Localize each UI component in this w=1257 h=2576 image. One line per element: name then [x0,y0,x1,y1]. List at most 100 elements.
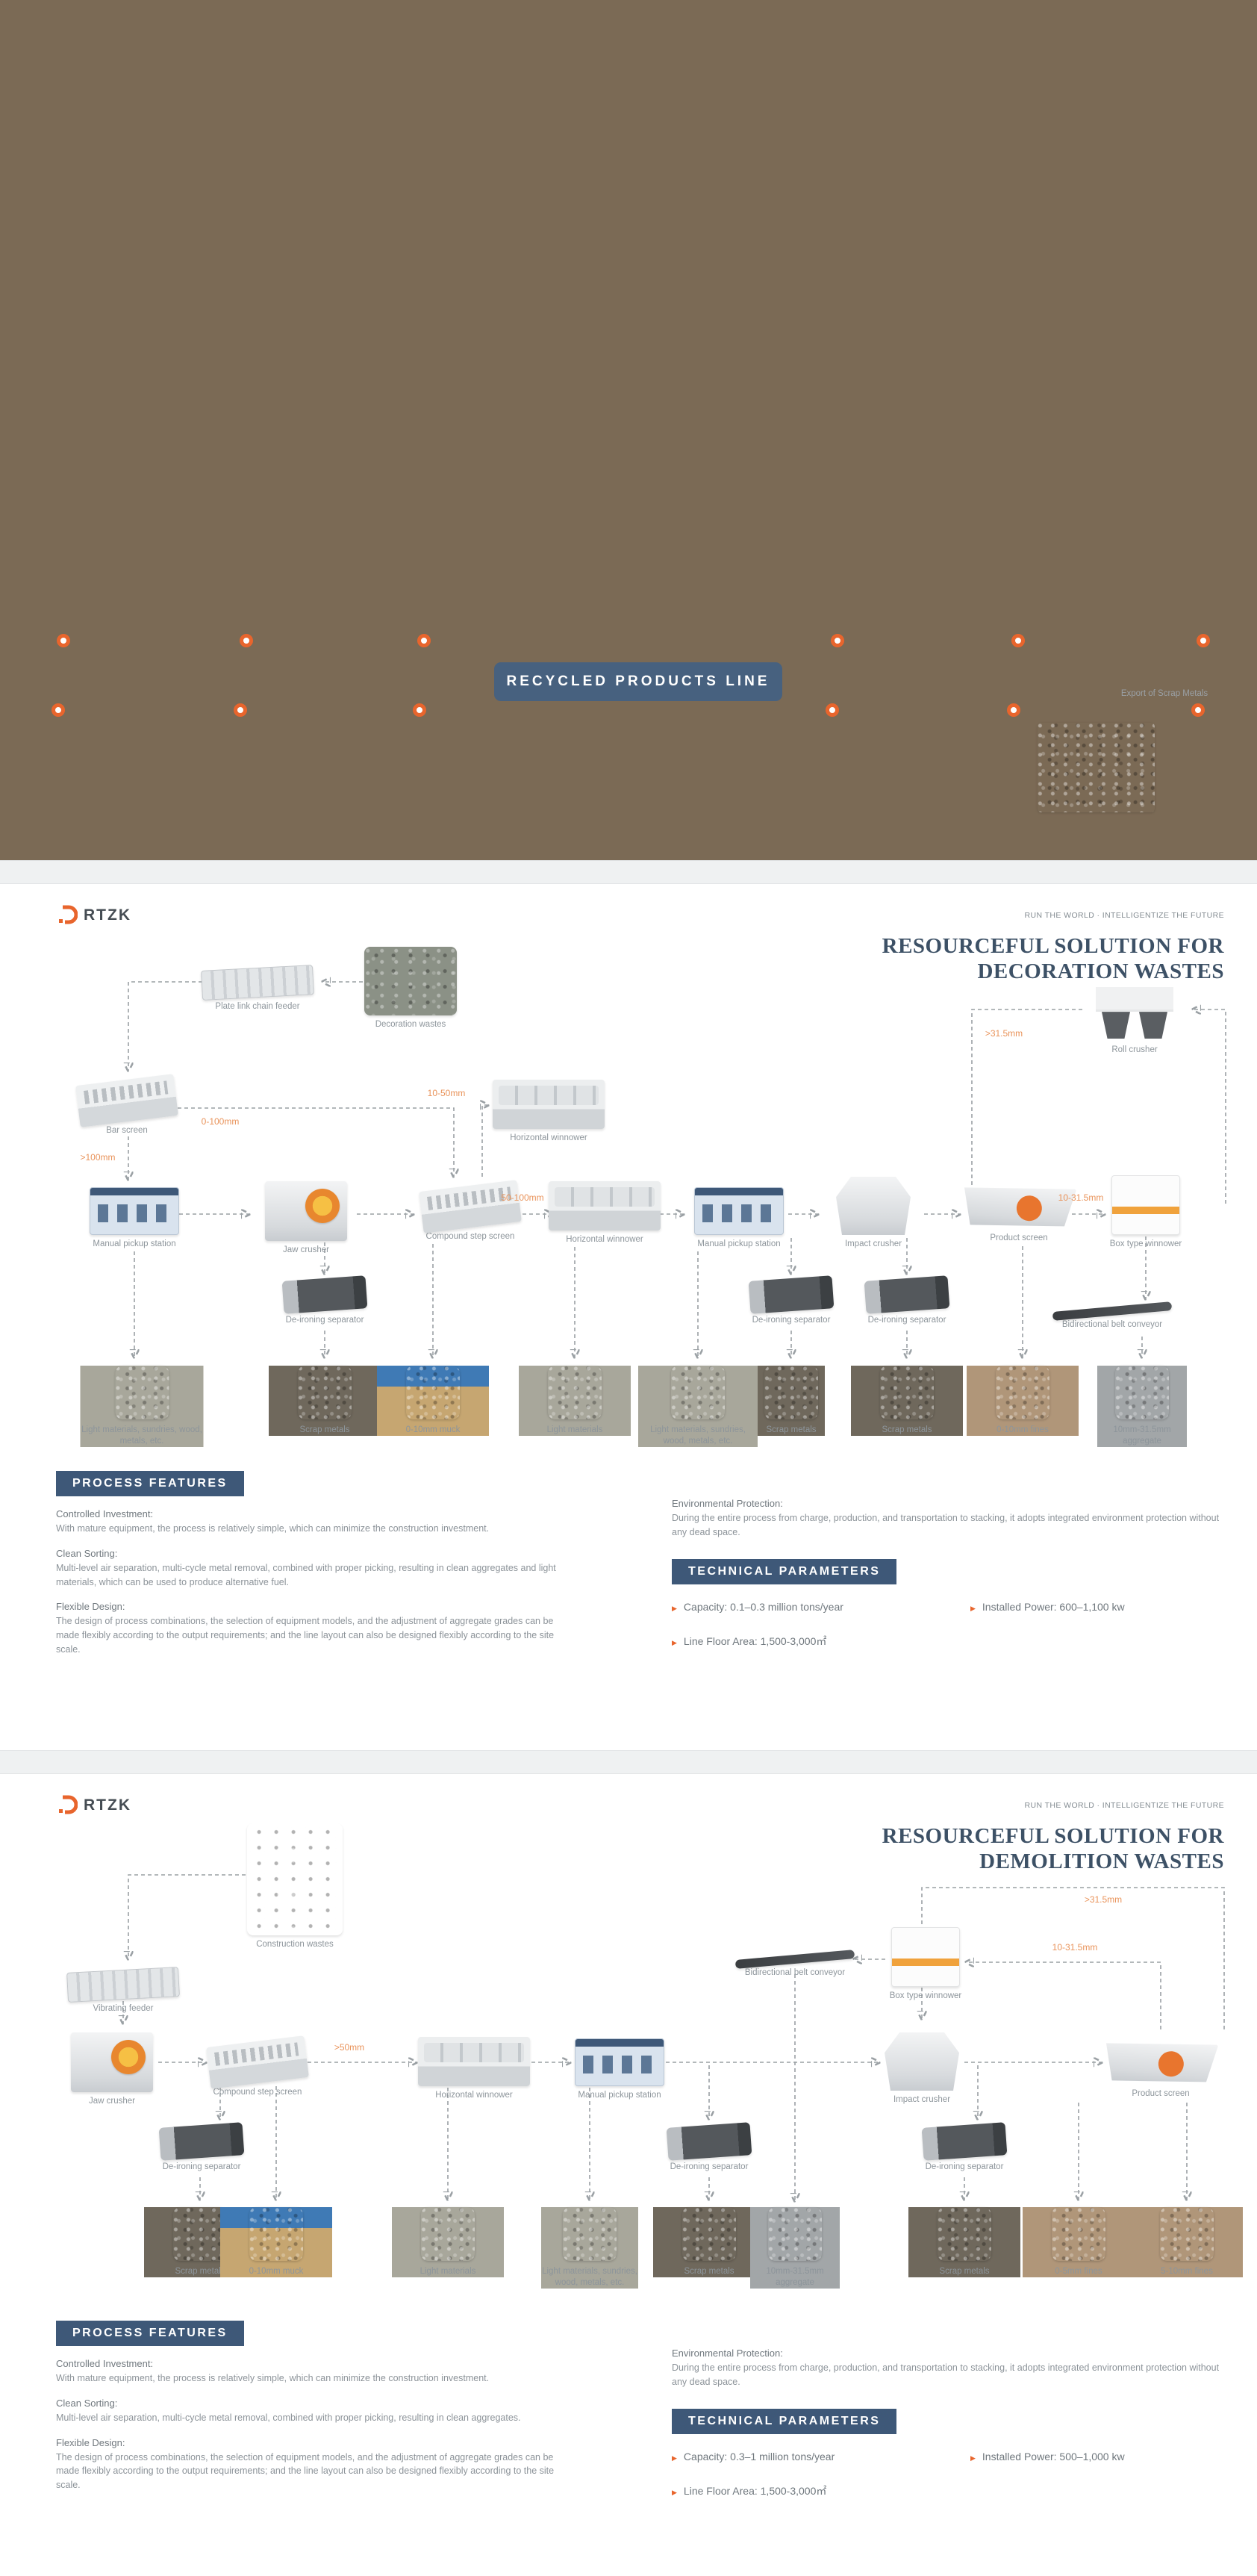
output-label: 0-10mm muck [405,1425,461,1434]
flow-machine: Impact crusher [866,2032,978,2105]
logo-d-icon [59,1795,78,1814]
flow-outputs: Scrap metals 0-10mm muck Light materials… [0,1774,1257,2576]
equipment-illustration [1096,987,1173,1041]
output-photo [421,2207,475,2261]
flow-machine: De-ironing separator [908,2122,1020,2172]
page-title: RESOURCEFUL SOLUTION FOR DEMOLITION WAST… [882,1824,1224,1874]
technical-parameters-section: Environmental Protection: During the ent… [672,2321,1224,2498]
flow-machine: Compound step screen [414,1180,526,1242]
output-product: 5-10mm fines [1131,2207,1243,2277]
feature-item: Flexible Design: The design of process c… [56,2437,578,2492]
output-photo [1115,1366,1169,1419]
output-photo [563,2207,617,2261]
equipment-illustration [575,2038,664,2086]
flow-machine: Roll crusher [1079,987,1191,1055]
flow-machine: Product screen [1105,2040,1217,2099]
equipment-label: Product screen [1132,2089,1190,2098]
equipment-label: Decoration wastes [375,1020,446,1029]
output-photo [1160,2207,1214,2261]
output-photo [764,1366,818,1419]
feature-item: Environmental Protection: During the ent… [672,2348,1224,2389]
output-photo [406,1366,460,1419]
technical-parameters-badge: TECHNICAL PARAMETERS [672,2408,897,2434]
equipment-label: Horizontal winnower [566,1235,643,1244]
output-product: Light materials [392,2207,504,2277]
output-product: Scrap metals [758,1366,825,1436]
equipment-label: Box type winnower [1109,1239,1182,1248]
parameter-item: Line Floor Area: 1,500-3,000㎡ [672,2483,970,2498]
equipment-illustration [666,2122,752,2161]
equipment-illustration [864,1275,950,1314]
process-features-section: PROCESS FEATURES Controlled Investment: … [56,2321,578,2492]
feature-item: Clean Sorting: Multi-level air separatio… [56,1548,578,1590]
output-photo [768,2207,822,2261]
output-label: 0-10mm muck [249,2267,304,2276]
equipment-illustration [418,2037,530,2086]
size-fraction-label: >50mm [334,2042,365,2053]
feature-title: Clean Sorting: [56,1547,118,1559]
feature-body: Multi-level air separation, multi-cycle … [56,2412,521,2423]
feature-title: Controlled Investment: [56,2358,154,2369]
output-label: Light materials, sundries, wood, metals,… [542,2267,637,2287]
page-separator [0,860,1257,884]
equipment-illustration [493,1080,605,1129]
equipment-illustration [1111,1175,1180,1235]
equipment-illustration [90,1187,179,1235]
output-label: Scrap metals [882,1425,932,1434]
page-demolition-wastes-solution: RTZK RUN THE WORLD · INTELLIGENTIZE THE … [0,1774,1257,2576]
feature-title: Flexible Design: [56,2436,125,2448]
size-fraction-label: 10-31.5mm [1052,1942,1098,1953]
feature-body: With mature equipment, the process is re… [56,2373,490,2383]
output-product: Scrap metals [653,2207,765,2277]
output-label: 0-5mm fines [1055,2267,1102,2276]
output-label: 10mm-31.5mm aggregate [766,2267,824,2287]
technical-parameters-section: Environmental Protection: During the ent… [672,1471,1224,1649]
flow-machine: Manual pickup station [78,1187,190,1249]
output-label: Scrap metals [766,1425,817,1434]
flow-machine: Horizontal winnower [493,1080,605,1143]
flow-machine: De-ironing separator [653,2122,765,2172]
flow-machine: De-ironing separator [851,1275,963,1325]
output-label: 5-10mm fines [1161,2267,1213,2276]
timeline-connectors [0,649,1232,860]
size-fraction-label: >31.5mm [985,1028,1023,1039]
process-features-badge: PROCESS FEATURES [56,1471,244,1496]
equipment-illustration [1103,2035,1219,2090]
logo-text: RTZK [84,906,131,924]
parameters-list: Capacity: 0.1–0.3 million tons/yearInsta… [672,1601,1209,1649]
feature-body: With mature equipment, the process is re… [56,1523,490,1534]
output-product: Light materials, sundries, wood, metals,… [541,2207,638,2289]
feature-body: The design of process combinations, the … [56,2451,555,2491]
output-product: 10mm-31.5mm aggregate [1097,1366,1187,1447]
equipment-label: Bar screen [106,1126,148,1135]
equipment-label: Compound step screen [425,1232,515,1241]
feature-item: Clean Sorting: Multi-level air separatio… [56,2398,578,2425]
size-fraction-label: 10-50mm [427,1088,466,1098]
flow-machine: Plate link chain feeder [201,965,314,1012]
parameter-item: Line Floor Area: 1,500-3,000㎡ [672,1634,970,1649]
parameter-item: Capacity: 0.1–0.3 million tons/year [672,1601,970,1613]
equipment-illustration [891,1927,960,1987]
parameter-item: Capacity: 0.3–1 million tons/year [672,2451,970,2463]
page-recycling-overview: RTZK RUN THE WORLD · INTELLIGENTIZE THE … [0,0,1257,860]
flow-machine: Bar screen [71,1074,183,1136]
feature-body: During the entire process from charge, p… [672,2362,1220,2387]
technical-parameters-badge: TECHNICAL PARAMETERS [672,1558,897,1584]
feature-body: The design of process combinations, the … [56,1616,555,1655]
equipment-label: De-ironing separator [925,2162,1004,2171]
output-photo [249,2207,303,2261]
equipment-illustration [265,1181,347,1241]
equipment-illustration [961,1180,1077,1234]
equipment-illustration [201,965,314,1001]
output-label: Scrap metals [175,2267,225,2276]
equipment-label: Impact crusher [844,1239,902,1248]
equipment-illustration [75,1074,178,1127]
flow-machine: Manual pickup station [683,1187,795,1249]
flow-connectors [0,1874,1225,2576]
flow-machine: Compound step screen [202,2035,314,2097]
equipment-label: De-ironing separator [670,2162,749,2171]
size-fraction-label: >100mm [80,1152,116,1163]
flow-machine: De-ironing separator [269,1275,381,1325]
